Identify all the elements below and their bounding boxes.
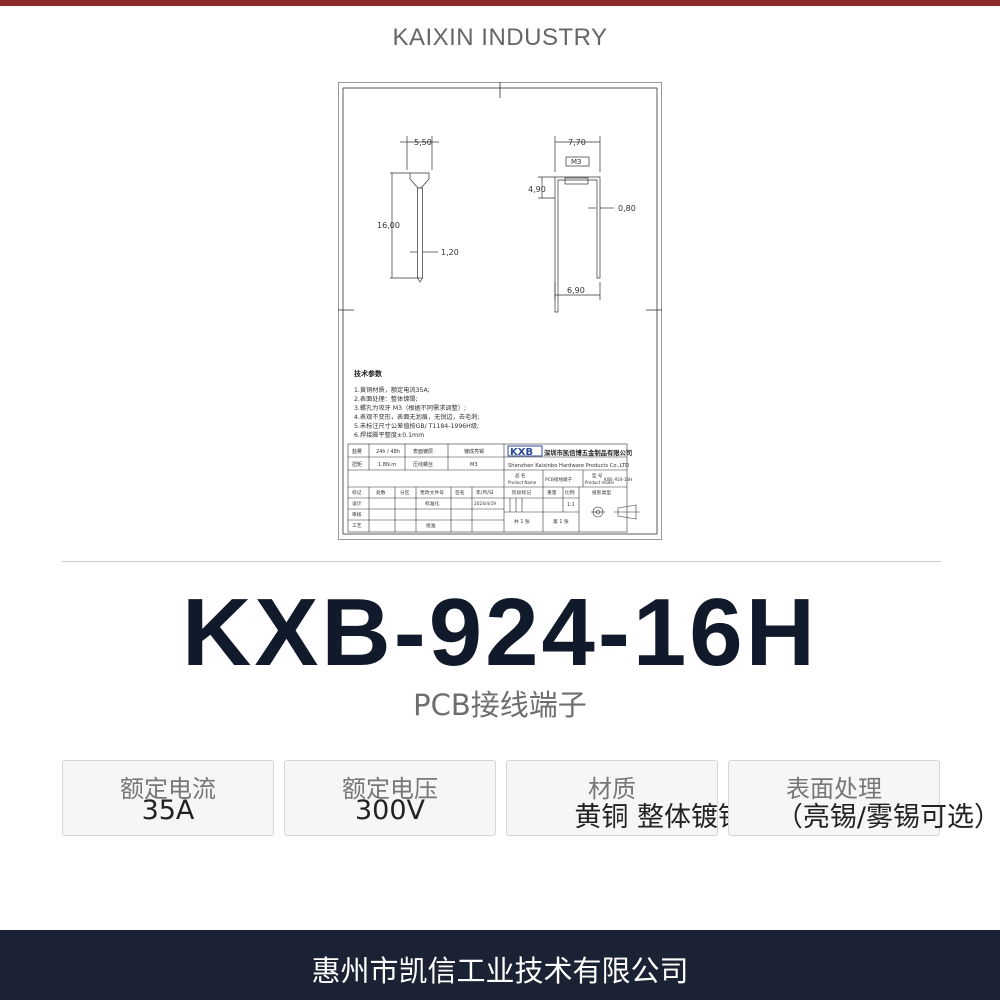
tb-scale-val: 1:1 [567, 502, 575, 508]
tb-screw-val: M3 [470, 462, 478, 468]
tb-scale: 比例 [565, 489, 575, 496]
tb-process: 工艺 [352, 523, 362, 529]
tb-model: KXB -924-16H [604, 477, 632, 482]
tb-stage: 阶段标记 [512, 489, 531, 496]
dim-base: 6,90 [567, 286, 585, 295]
tech-note-4: 4.表观不变形，表面无划痕，无锐边，去毛刺; [354, 413, 480, 421]
company-cn: 深圳市凯信博五金制品有限公司 [544, 448, 632, 457]
projection-symbol [591, 504, 640, 520]
tech-note-3: 3.螺孔为攻牙 M3（根据不同需求调整）; [354, 404, 466, 412]
kxb-logo: KXB [510, 447, 533, 458]
tb-surface: 表面镀层 [413, 448, 433, 455]
footer-company: 惠州市凯信工业技术有限公司 [311, 954, 689, 988]
tech-note-6: 6.焊接脚平整度±0.1mm [354, 431, 424, 439]
tb-date: 2024/4/19 [474, 501, 496, 507]
tech-note-2: 2.表面处理：整体镀锡; [354, 395, 418, 403]
tb-product-name-label: 品 名 [515, 472, 525, 479]
dim-thickness: 0,80 [618, 204, 636, 213]
thread-label: M3 [571, 158, 582, 166]
footer-bar [0, 930, 1000, 1000]
tb-review: 审核 [352, 511, 362, 518]
spec-label-voltage: 额定电压 [342, 775, 438, 803]
kxb-logo-box [507, 445, 543, 457]
brand-title: KAIXIN INDUSTRY [392, 24, 608, 51]
tb-col-change: 更改文件号 [420, 489, 444, 496]
tech-note-5: 5.未标注尺寸公差值按GB/ T1184-1996H级; [354, 422, 479, 430]
tb-col-mark: 标记 [352, 489, 362, 496]
technical-drawing: 5,50 16,00 1,20 7,70 M3 4,90 0,80 6,90 技… [338, 82, 662, 540]
tb-col-count: 处数 [376, 489, 386, 496]
tb-sheet: 第 1 张 [553, 518, 569, 525]
spec-value-voltage: 300V [354, 795, 425, 826]
spec-value-current: 35A [141, 795, 195, 826]
tb-sheets: 共 1 张 [514, 518, 530, 525]
tb-projection: 投影类型 [592, 489, 611, 496]
dim-height: 4,90 [528, 185, 546, 194]
tb-product-name: PCB接线端子 [545, 476, 572, 483]
tb-plating: 盐雾 [352, 448, 362, 455]
spec-card-surface: 表面处理 （亮锡/雾锡可选） [728, 760, 1000, 836]
tb-col-date: 年/月/日 [476, 489, 494, 496]
dim-head-width: 5,50 [414, 138, 432, 147]
tb-surface-val: 镀成亮锡 [464, 448, 484, 455]
tb-approve: 批准 [426, 522, 436, 529]
section-divider [62, 561, 941, 562]
bracket-front-view [538, 136, 614, 313]
product-subtitle: PCB接线端子 [413, 688, 587, 722]
tb-torque: 扭矩 [352, 461, 362, 468]
spec-label-surface: 表面处理 [786, 775, 882, 803]
spec-value-material: 黄铜 整体镀锡 [574, 802, 745, 833]
spec-label-current: 额定电流 [120, 775, 216, 803]
title-block [347, 443, 628, 533]
pin-side-view [390, 136, 439, 283]
tb-torque-val: 1.8N.m [378, 462, 396, 468]
tech-note-1: 1.黄铜材质，额定电流35A; [354, 386, 430, 394]
top-accent-bar [0, 0, 1000, 6]
spec-card-current: 额定电流 35A [62, 760, 274, 836]
tb-standard: 标准化 [425, 500, 440, 507]
tb-weight: 重量 [547, 489, 557, 496]
tb-product-name-en: Product Name [508, 480, 537, 485]
company-en: Shenzhen Kaixinbo Hardware Products Co.,… [508, 463, 629, 469]
tb-screw: 压线螺丝 [413, 461, 433, 468]
spec-card-voltage: 额定电压 300V [284, 760, 496, 836]
spec-card-material: 材质 黄铜 整体镀锡 [506, 760, 745, 836]
tb-model-en: Product model [585, 480, 614, 485]
tb-col-sign: 签名 [455, 489, 465, 496]
tb-col-zone: 分区 [400, 489, 410, 496]
dim-width: 7,70 [568, 138, 586, 147]
spec-label-material: 材质 [588, 775, 636, 803]
dim-length: 16,00 [377, 221, 400, 230]
spec-value-surface: （亮锡/雾锡可选） [775, 802, 1000, 833]
tb-hours: 24h / 48h [376, 449, 400, 455]
tb-model-label: 型 号 [592, 472, 603, 479]
dim-pin-diameter: 1,20 [441, 248, 459, 257]
tech-title: 技术参数 [354, 369, 383, 378]
product-model: KXB-924-16H [182, 579, 818, 686]
tb-design: 设计 [352, 500, 362, 507]
